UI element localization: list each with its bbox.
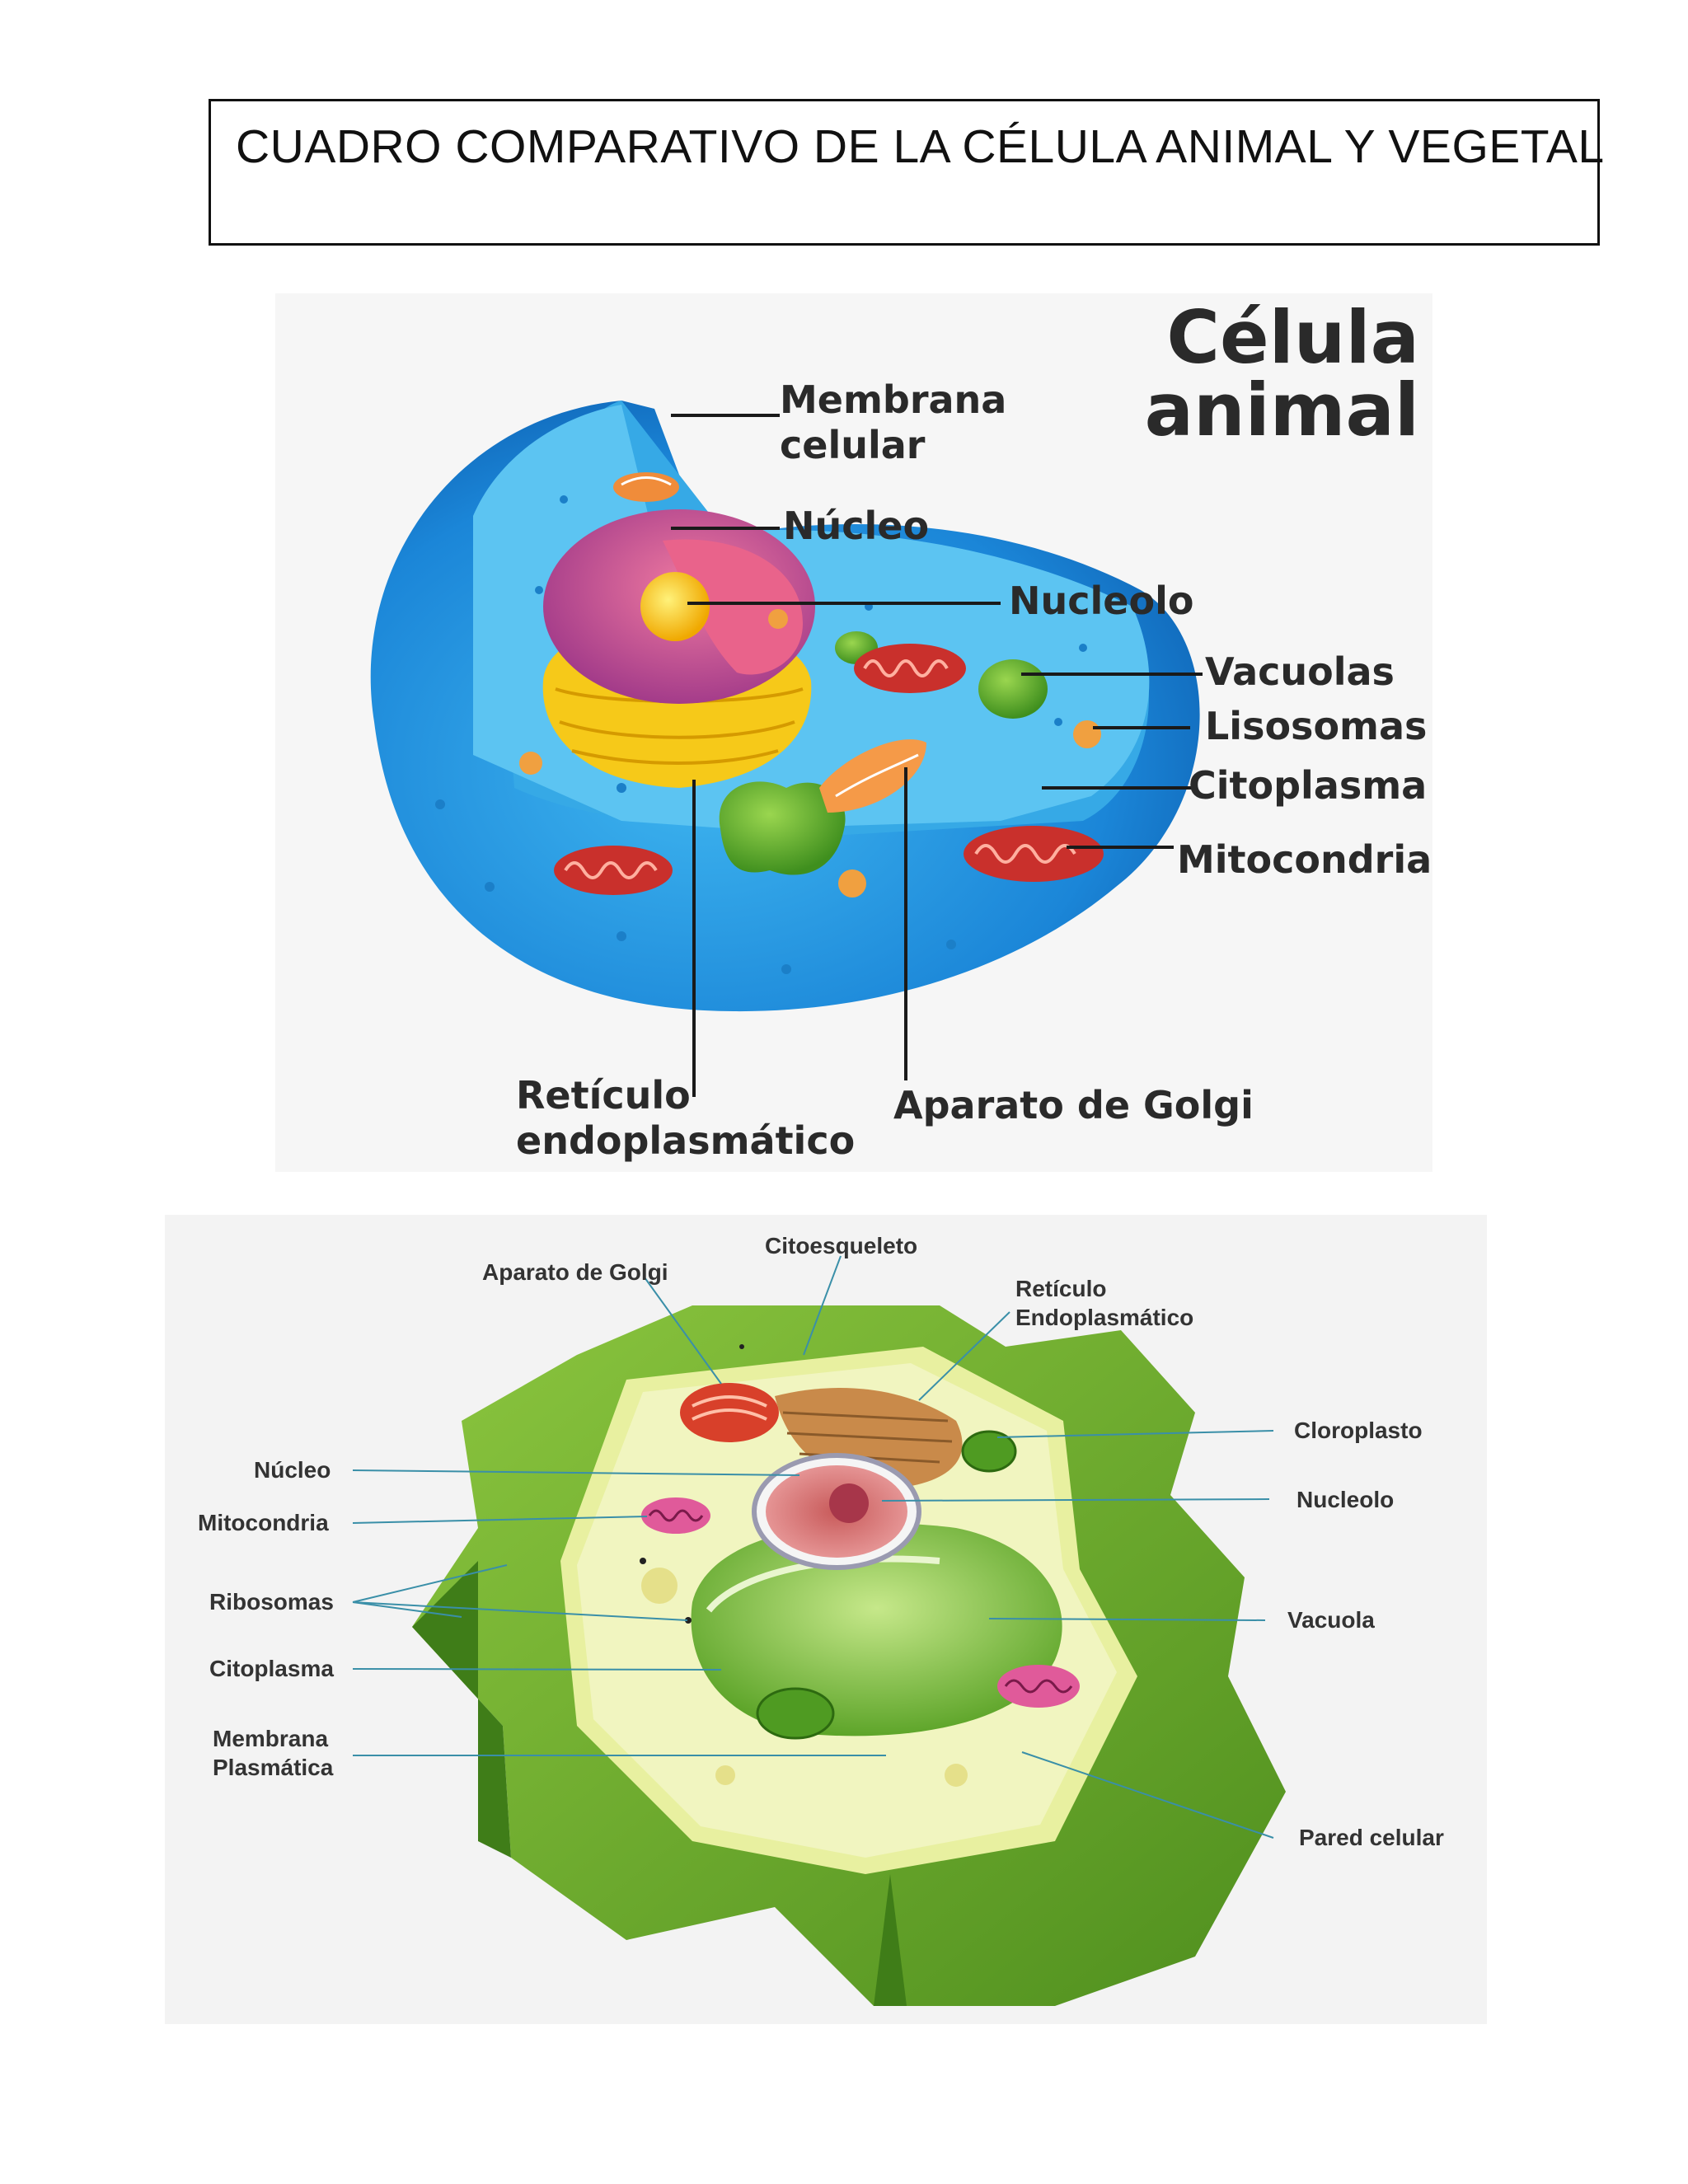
golgi-small <box>613 472 679 502</box>
label-lisosomas: Lisosomas <box>1205 704 1428 748</box>
animal-cell-heading: Célula animal <box>1145 302 1419 447</box>
label-plant-pared-celular: Pared celular <box>1299 1825 1444 1850</box>
label-membrana-line1: Membrana <box>780 377 1007 422</box>
label-membrana-line2: celular <box>780 423 926 468</box>
vesicles <box>641 1568 968 1787</box>
vacuole <box>691 1523 1062 1736</box>
title-box: CUADRO COMPARATIVO DE LA CÉLULA ANIMAL Y… <box>209 99 1605 246</box>
label-plant-vacuola: Vacuola <box>1287 1607 1375 1633</box>
label-plant-ribosomas: Ribosomas <box>209 1589 334 1615</box>
ribosomes <box>640 1344 744 1624</box>
label-nucleolo: Nucleolo <box>1009 579 1194 623</box>
label-mitocondria: Mitocondria <box>1177 837 1432 882</box>
label-aparato-de-golgi: Aparato de Golgi <box>893 1083 1254 1127</box>
label-reticulo-endoplasmatico: Retículo endoplasmático <box>516 1073 855 1164</box>
nucleolus <box>640 572 710 641</box>
label-reticulo-line1: Retículo <box>516 1073 691 1118</box>
animal-heading-line2: animal <box>1144 368 1419 452</box>
label-nucleo: Núcleo <box>783 504 930 548</box>
label-plant-nucleolo: Nucleolo <box>1296 1487 1395 1512</box>
label-vacuolas: Vacuolas <box>1205 649 1395 694</box>
label-plant-golgi: Aparato de Golgi <box>482 1259 668 1285</box>
label-plant-membrana-line1: Membrana <box>213 1726 329 1751</box>
label-plant-reticulo-line1: Retículo <box>1015 1276 1107 1301</box>
label-plant-membrana: Membrana Plasmática <box>213 1724 333 1782</box>
plant-leader-lines <box>352 1255 1274 1839</box>
label-plant-reticulo: Retículo Endoplasmático <box>1015 1274 1193 1332</box>
plant-mitochondria <box>641 1497 1080 1708</box>
golgi-apparatus-plant <box>680 1383 779 1442</box>
animal-cell-diagram: Célula animal Membrana celular Núcleo Nu… <box>275 293 1432 1172</box>
label-plant-membrana-line2: Plasmática <box>213 1755 334 1780</box>
mitochondria <box>554 644 1104 895</box>
label-plant-citoplasma: Citoplasma <box>209 1656 334 1681</box>
chloroplasts <box>756 1430 1017 1740</box>
label-plant-mitocondria: Mitocondria <box>198 1510 329 1535</box>
animal-leader-lines <box>671 414 1203 1097</box>
golgi-apparatus <box>819 739 926 813</box>
label-plant-cloroplasto: Cloroplasto <box>1294 1418 1423 1443</box>
plant-nucleolus <box>829 1483 869 1523</box>
label-reticulo-line2: endoplasmático <box>516 1118 856 1164</box>
plant-cell-illustration <box>352 1255 1286 2006</box>
label-plant-nucleo: Núcleo <box>254 1457 331 1483</box>
page-title: CUADRO COMPARATIVO DE LA CÉLULA ANIMAL Y… <box>236 120 1605 173</box>
vacuoles <box>719 631 1048 875</box>
animal-heading-line1: Célula <box>1166 295 1419 380</box>
plant-cell-diagram: Aparato de Golgi Citoesqueleto Retículo … <box>165 1215 1487 2024</box>
label-citoplasma: Citoplasma <box>1189 763 1428 808</box>
label-membrana-celular: Membrana celular <box>780 377 1006 468</box>
label-plant-citoesqueleto: Citoesqueleto <box>765 1233 918 1258</box>
animal-cell-illustration <box>370 401 1203 1097</box>
label-plant-reticulo-line2: Endoplasmático <box>1015 1305 1194 1330</box>
